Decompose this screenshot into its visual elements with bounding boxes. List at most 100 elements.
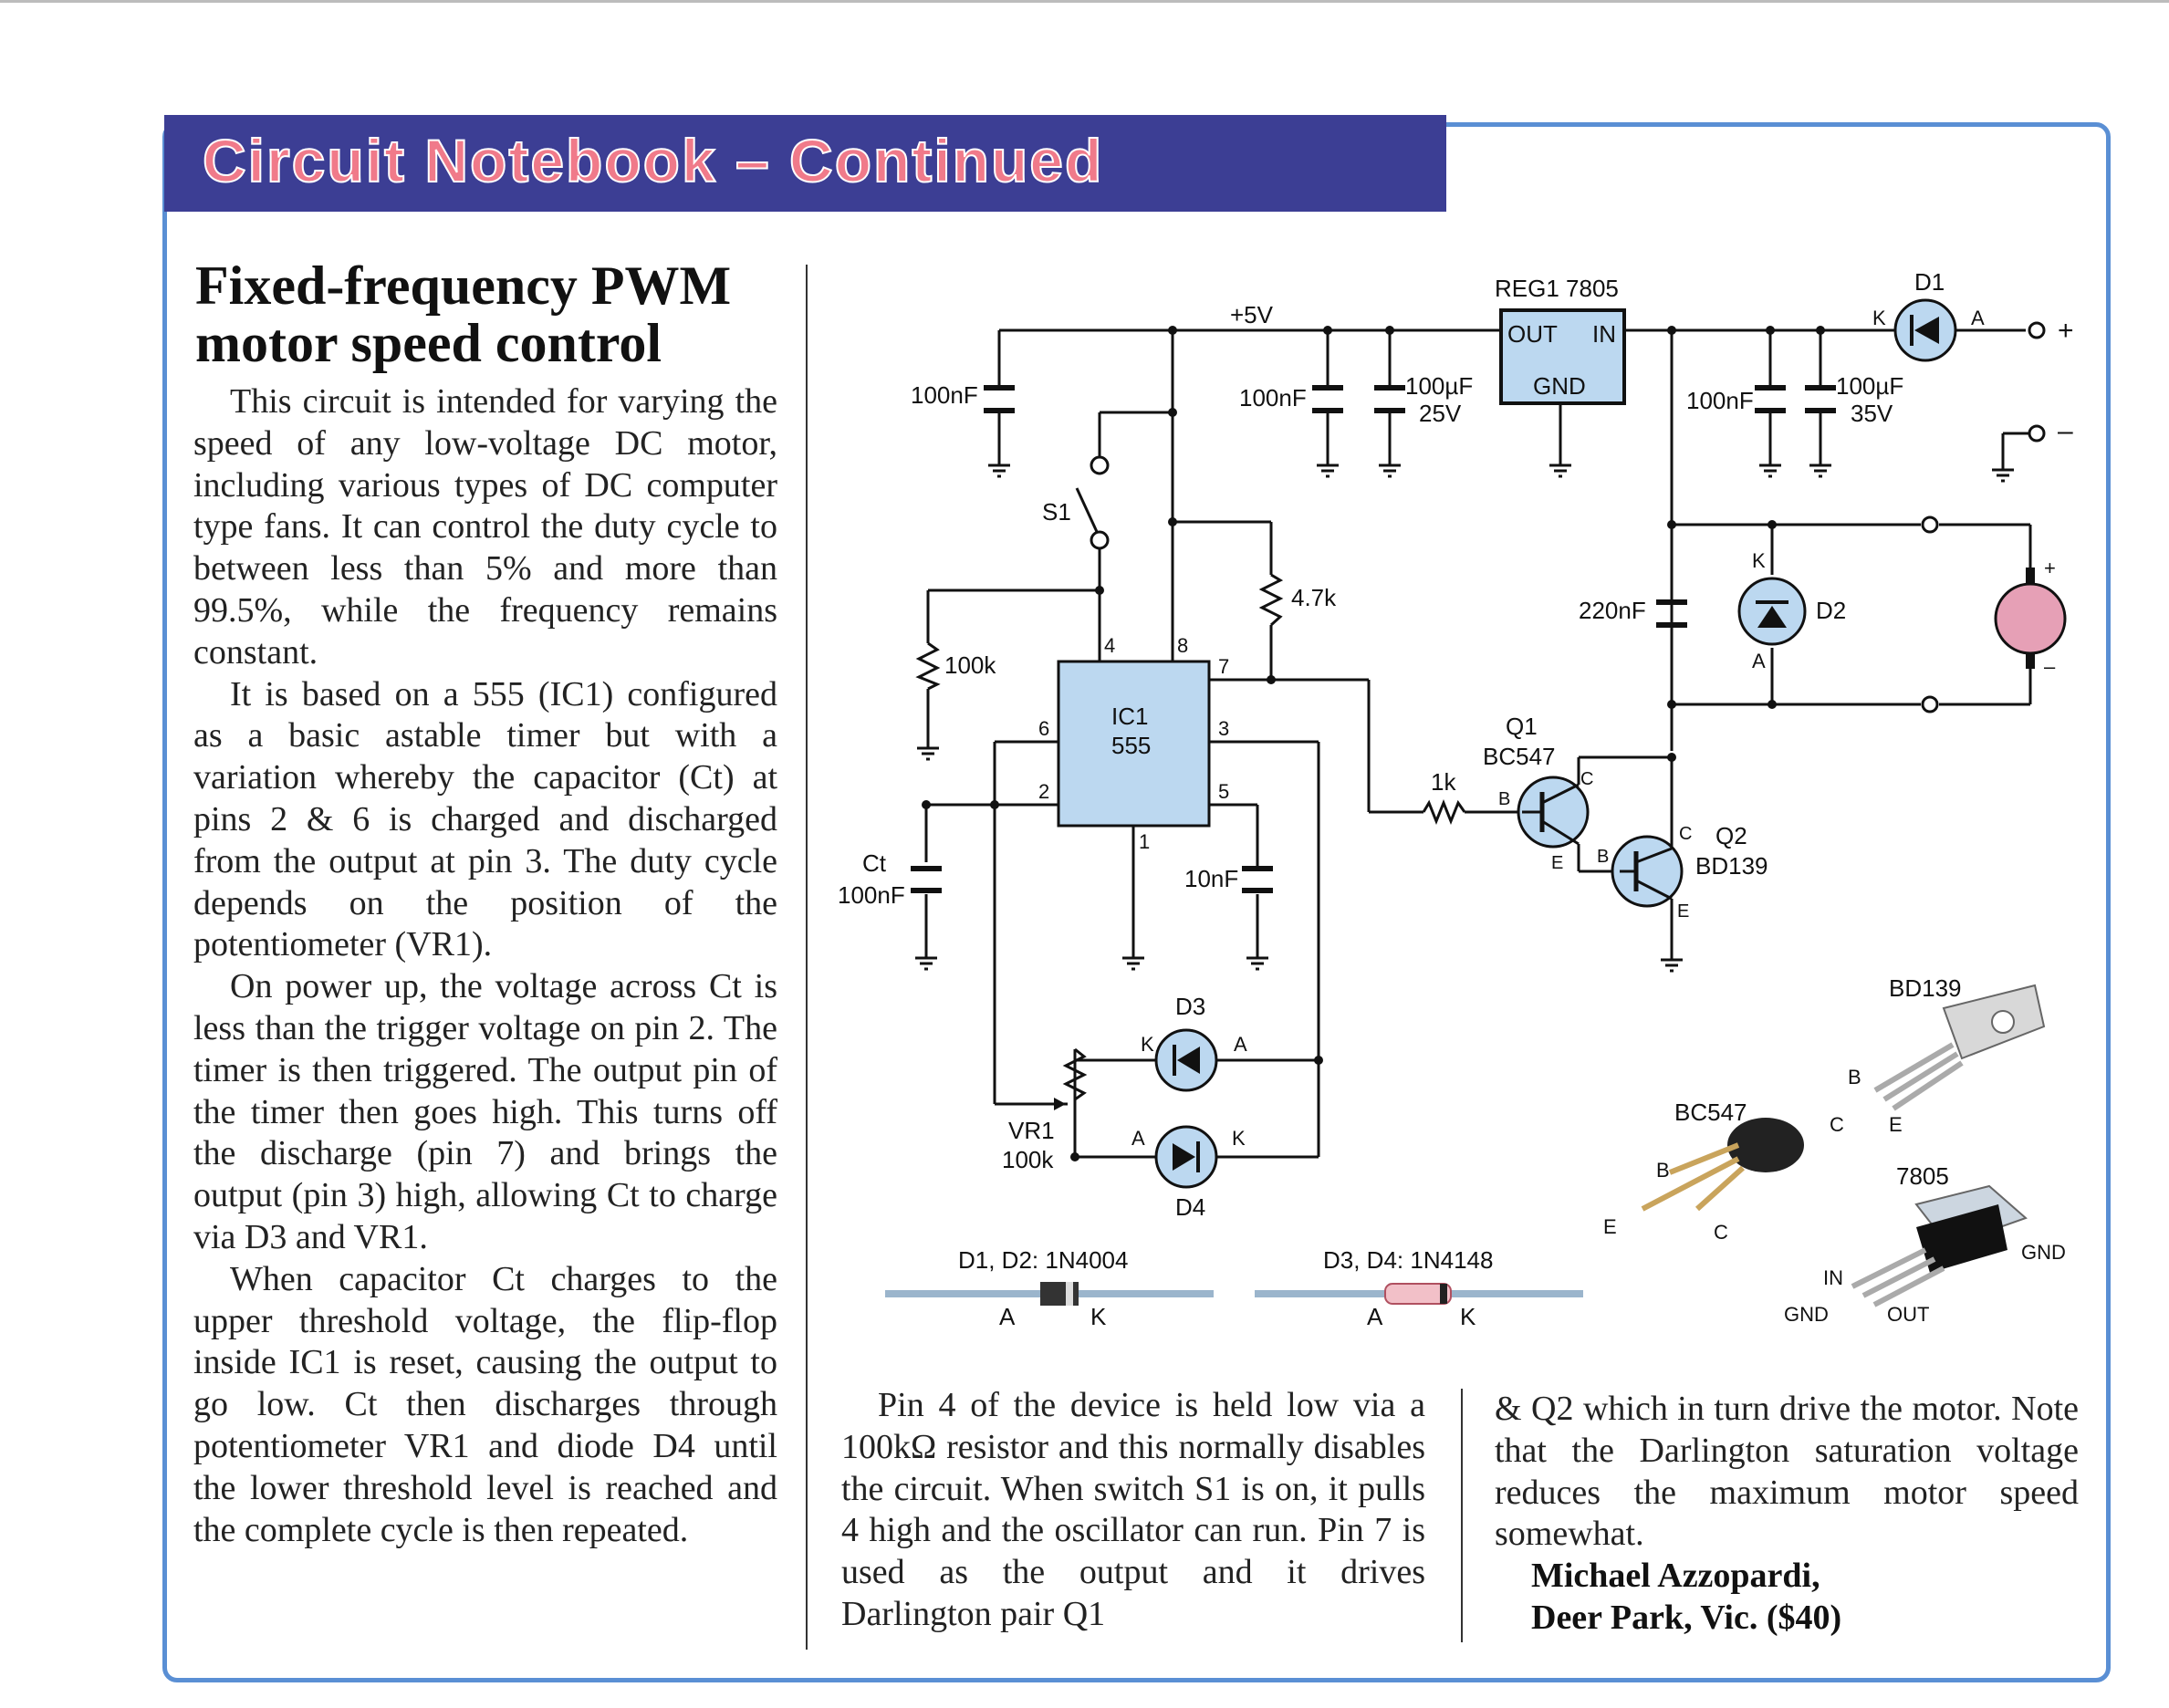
transistor-part: BD139 [1695,852,1768,880]
motor-pin-label: + [2044,557,2056,579]
diode-pin: A [1234,1033,1247,1056]
diode-label: D2 [1816,597,1846,624]
column-divider [806,265,808,1650]
junction-dot [1667,700,1676,709]
parts-legend: D3, D4: 1N4148 [1323,1246,1493,1274]
ground-symbol [1379,463,1401,478]
diode-pin: A [1971,307,1985,329]
junction-dot [1667,520,1676,529]
terminal-minus[interactable] [2028,424,2046,443]
transistor-pin: E [1551,853,1563,873]
ground-symbol [1549,463,1571,478]
package-label: BC547 [1674,1099,1747,1126]
diode-pin: K [1872,307,1886,329]
paragraph: Pin 4 of the device is held low via a 10… [841,1386,1425,1633]
junction-dot [1667,753,1676,762]
package-pin: IN [1823,1266,1843,1289]
pin-number: 3 [1218,717,1229,740]
diode-pin: K [1232,1127,1246,1150]
package-pin: GND [1784,1303,1829,1326]
transistor-pin: E [1677,901,1689,922]
transistor-pin: C [1679,824,1692,844]
motor-terminal[interactable] [1921,695,1939,713]
author-location: Deer Park, Vic. ($40) [1531,1599,1842,1637]
package-label: BD139 [1889,974,1962,1002]
motor-icon [1994,582,2067,655]
wiper-arrow [1054,1098,1066,1110]
ground-symbol [1759,463,1781,478]
paragraph: & Q2 which in turn drive the motor. Note… [1495,1390,2079,1554]
switch-lever [1075,487,1100,535]
package-label: 7805 [1896,1162,1949,1190]
ground-symbol [917,746,939,761]
transistor-pin: B [1597,847,1609,867]
ground-symbol [988,463,1010,478]
package-pin: C [1830,1113,1844,1136]
ground-symbol [1992,468,2014,483]
motor-pin-label: – [2044,655,2056,678]
ic-part: 555 [1111,732,1151,759]
resistor-label: 100k [944,651,996,679]
vr-value: 100k [1002,1146,1054,1173]
article-title: Fixed-frequency PWM motor speed control [195,255,732,373]
ic1-555 [1057,660,1211,828]
top-rule [0,0,2169,3]
junction-dot [1168,326,1177,335]
transistor-pin: C [1580,769,1593,789]
paragraph: When capacitor Ct charges to the upper t… [193,1259,777,1549]
terminal-plus[interactable] [2028,321,2046,339]
junction-dot [1168,408,1177,417]
regulator-7805 [1499,308,1626,405]
supply-label: +5V [1230,301,1274,328]
terminal-label: – [2058,416,2073,446]
junction-dot [1314,1056,1323,1065]
ground-symbol [1809,463,1831,478]
transistor-name: Q1 [1506,713,1538,740]
pin-number: 5 [1218,780,1229,803]
transistor-q1 [1517,776,1590,849]
right-column: & Q2 which in turn drive the motor. Note… [1495,1389,2079,1556]
switch-contact [1090,530,1110,550]
junction-dot [990,800,999,809]
cap-label: 35V [1851,400,1893,427]
ground-symbol [1246,956,1268,971]
junction-dot [1768,520,1777,529]
diode-label: D1 [1914,268,1945,296]
ground-symbol [1122,956,1144,971]
parts-legend: D1, D2: 1N4004 [958,1246,1128,1274]
reg-gnd: GND [1533,372,1586,400]
circuit-schematic: +5V REG1 7805 OUT IN GND 100nF 100nF 100… [838,268,2074,1330]
junction-dot [1768,700,1777,709]
package-pin: OUT [1887,1303,1929,1326]
cap-label: 100nF [1686,387,1754,414]
diode-label: D3 [1175,993,1205,1020]
section-banner-arrow [1405,115,1446,212]
pin-number: 1 [1139,830,1150,853]
middle-column: Pin 4 of the device is held low via a 10… [841,1385,1425,1636]
diode-d2 [1737,577,1807,646]
cap-label: 100nF [911,381,978,409]
cap-label: 100nF [838,881,905,909]
diode-label: D4 [1175,1193,1205,1221]
cap-label: Ct [862,849,887,877]
cap-label: 220nF [1579,597,1646,624]
package-pin: C [1714,1221,1728,1244]
bd139-package [1873,984,2046,1111]
section-banner [164,115,1446,212]
paragraph: This circuit is intended for varying the… [193,382,777,672]
package-pin: B [1656,1159,1670,1182]
paragraph: On power up, the voltage across Ct is le… [193,967,777,1256]
resistor-label: 4.7k [1291,584,1337,611]
diode-pin: K [1141,1033,1154,1056]
parts-legend-pin: A [999,1303,1016,1330]
package-pin: B [1848,1066,1861,1088]
diode-pin: K [1752,549,1766,572]
resistor-label: 1k [1431,768,1456,796]
diode-pin: A [1131,1127,1145,1150]
junction-dot [1323,326,1332,335]
7805-package [1851,1184,2028,1307]
motor-terminal[interactable] [1921,516,1939,534]
left-column: This circuit is intended for varying the… [193,381,777,1551]
terminal-label: + [2058,316,2074,346]
junction-dot [1766,326,1775,335]
